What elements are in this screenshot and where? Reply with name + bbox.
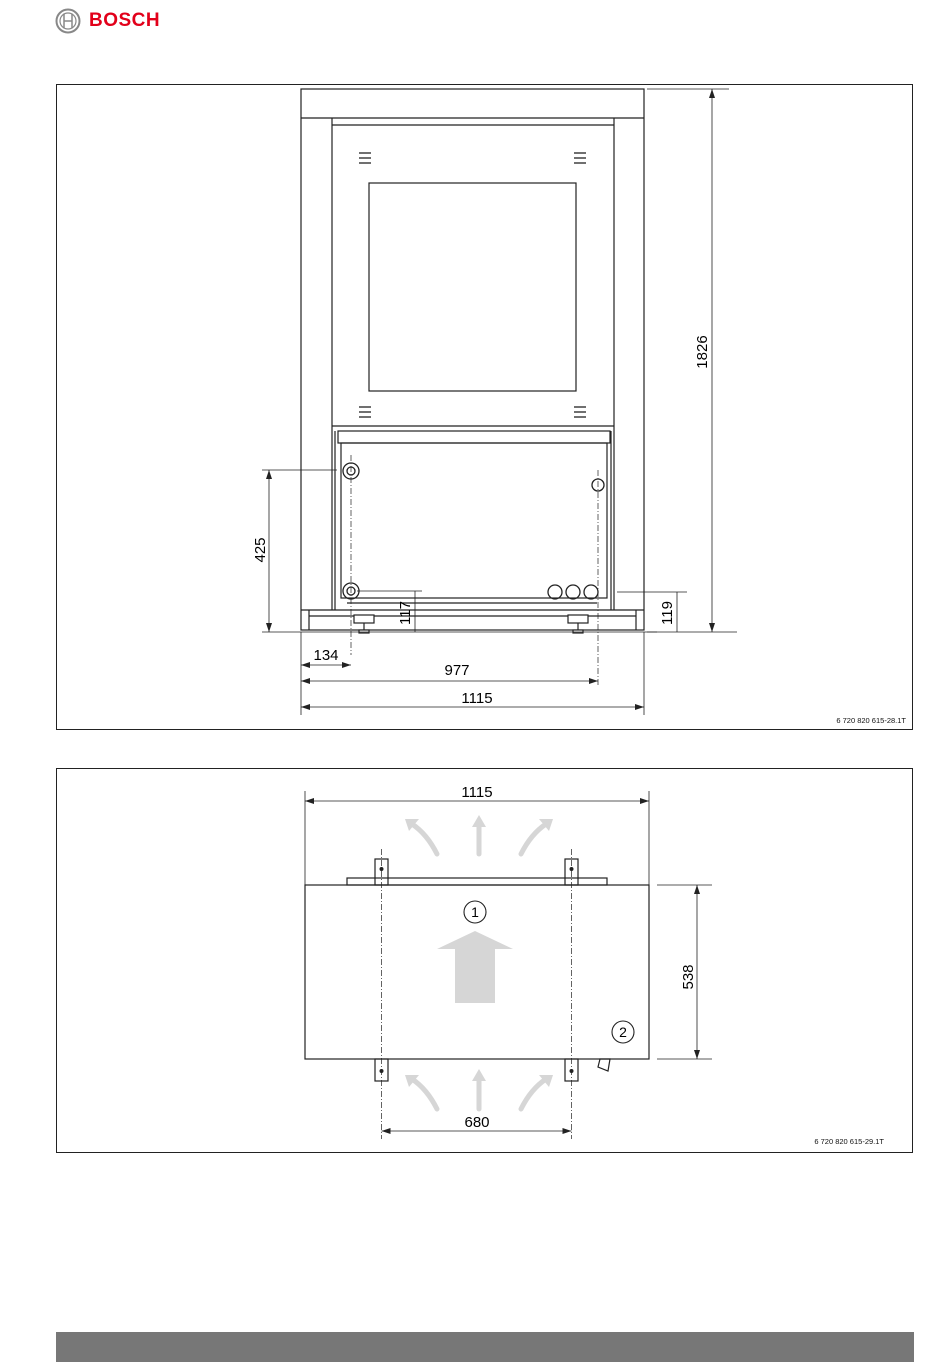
brand-name: BOSCH [89, 10, 160, 32]
dim-connections-height-label: 425 [252, 537, 269, 562]
unit-outline [301, 89, 644, 630]
top-view-drawing: 1115 538 680 1 2 [57, 769, 914, 1154]
dim-bottom-right-label: 119 [659, 601, 676, 625]
dim-height-label: 1826 [694, 335, 711, 368]
front-view-drawing: 1826 425 117 119 134 977 1115 [57, 85, 914, 731]
dimension-lines-top [305, 791, 712, 1131]
callout-1-label: 1 [471, 904, 479, 920]
top-view-figure: 1115 538 680 1 2 6 720 820 615-29.1T [56, 768, 913, 1153]
brand-header: BOSCH [55, 8, 160, 34]
dim-connection-span-label: 977 [444, 662, 469, 679]
front-window [369, 183, 576, 391]
callout-2-label: 2 [619, 1024, 627, 1040]
figure-ref-top: 6 720 820 615-29.1T [814, 1137, 884, 1146]
dim-depth-label: 538 [680, 964, 697, 989]
vent-marks [359, 153, 586, 417]
footer-bar [56, 1332, 914, 1362]
pipe-connections [343, 463, 604, 599]
dim-feet-spacing-label: 680 [464, 1114, 489, 1131]
bosch-logo-icon [55, 8, 81, 34]
front-view-figure: 1826 425 117 119 134 977 1115 6 720 820 … [56, 84, 913, 730]
dim-total-width-label: 1115 [461, 690, 492, 707]
dim-width-label: 1115 [461, 784, 492, 801]
figure-ref-front: 6 720 820 615-28.1T [836, 716, 906, 725]
dim-bottom-left-label: 117 [397, 601, 414, 625]
dim-offset-left-label: 134 [313, 647, 338, 664]
main-airflow-arrow [437, 931, 513, 1003]
